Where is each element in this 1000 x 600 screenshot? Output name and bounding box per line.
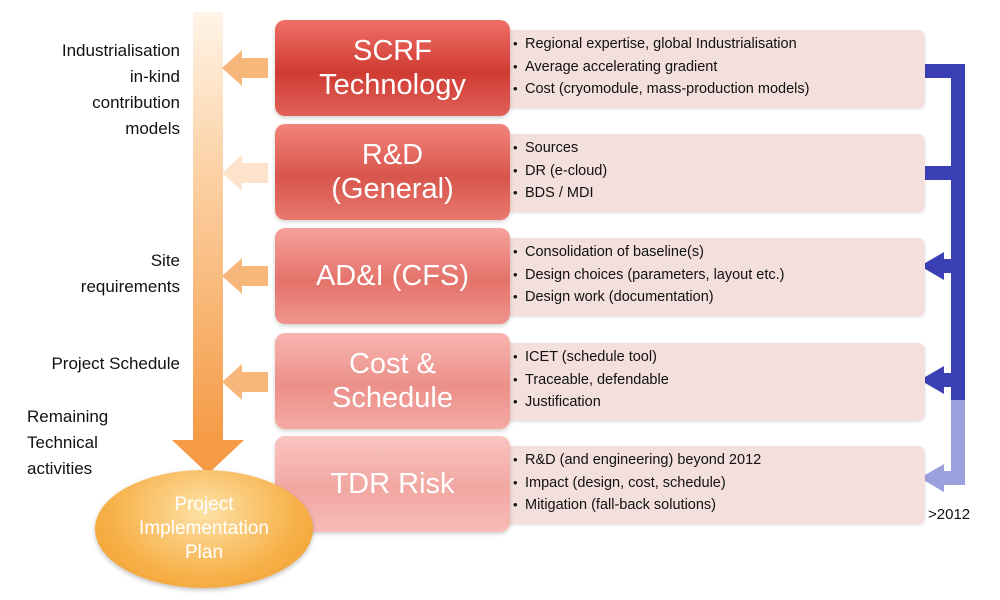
feedback-arrow-scrf — [222, 50, 268, 86]
label-industrialisation: Industrialisation in-kind contribution m… — [61, 41, 180, 138]
bullet-panel: ICET (schedule tool) Traceable, defendab… — [505, 343, 925, 421]
bullet-item: Design choices (parameters, layout etc.) — [513, 264, 925, 287]
title-cost-schedule: Cost & Schedule — [275, 333, 510, 429]
bullet-panel: R&D (and engineering) beyond 2012 Impact… — [505, 446, 925, 524]
row-tdr-risk: R&D (and engineering) beyond 2012 Impact… — [275, 436, 930, 532]
bullet-panel: Regional expertise, global Industrialisa… — [505, 30, 925, 108]
bullet-item: Mitigation (fall-back solutions) — [513, 494, 925, 517]
bullet-item: ICET (schedule tool) — [513, 346, 925, 369]
bullet-item: Justification — [513, 391, 925, 414]
bullet-item: Consolidation of baseline(s) — [513, 241, 925, 264]
bullet-item: Design work (documentation) — [513, 286, 925, 309]
row-cost-schedule: ICET (schedule tool) Traceable, defendab… — [275, 333, 930, 429]
blue-arrowhead-adi — [920, 252, 944, 280]
bullet-item: R&D (and engineering) beyond 2012 — [513, 449, 925, 472]
bullet-item: Traceable, defendable — [513, 369, 925, 392]
bullet-item: Impact (design, cost, schedule) — [513, 472, 925, 495]
project-implementation-plan: Project Implementation Plan — [95, 470, 313, 588]
label-remaining-technical: Remaining Technical activities — [27, 407, 109, 478]
title-adi-cfs: AD&I (CFS) — [275, 228, 510, 324]
bullet-panel: Sources DR (e-cloud) BDS / MDI — [505, 134, 925, 212]
label-project-schedule: Project Schedule — [51, 354, 180, 373]
feedback-arrow-rnd — [222, 155, 268, 191]
row-rnd-general: Sources DR (e-cloud) BDS / MDI R&D (Gene… — [275, 124, 930, 220]
bullet-item: Average accelerating gradient — [513, 56, 925, 79]
blue-arrowhead-risk — [920, 464, 944, 492]
year-label: >2012 — [928, 506, 971, 523]
main-flow-arrow — [172, 12, 244, 474]
feedback-arrow-cost — [222, 364, 268, 400]
title-rnd-general: R&D (General) — [275, 124, 510, 220]
bullet-item: BDS / MDI — [513, 182, 925, 205]
row-adi-cfs: Consolidation of baseline(s) Design choi… — [275, 228, 930, 324]
bullet-item: Cost (cryomodule, mass-production models… — [513, 78, 925, 101]
blue-arrowhead-cost — [920, 366, 944, 394]
bullet-item: Regional expertise, global Industrialisa… — [513, 33, 925, 56]
feedback-arrows — [222, 50, 268, 400]
row-scrf-technology: Regional expertise, global Industrialisa… — [275, 20, 930, 116]
feedback-arrow-adi — [222, 258, 268, 294]
bullet-panel: Consolidation of baseline(s) Design choi… — [505, 238, 925, 316]
bullet-item: DR (e-cloud) — [513, 160, 925, 183]
title-tdr-risk: TDR Risk — [275, 436, 510, 532]
label-site-requirements: Site requirements — [80, 251, 180, 296]
title-scrf-technology: SCRF Technology — [275, 20, 510, 116]
bullet-item: Sources — [513, 137, 925, 160]
